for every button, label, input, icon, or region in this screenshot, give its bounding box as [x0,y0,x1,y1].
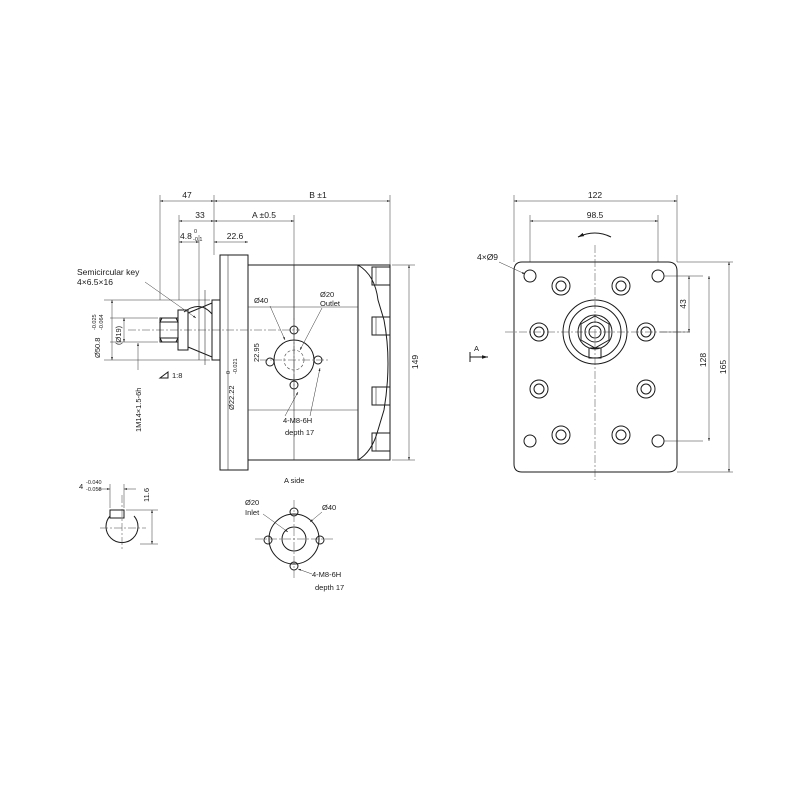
key-height: 11.6 [142,488,151,502]
dim-taper: 1:8 [172,371,182,380]
key-width: 4 [79,482,83,491]
front-view: 122 98.5 [469,190,733,480]
dim-47: 47 [182,190,192,200]
a-side-view: A side Ø20 Inlet Ø40 4-M8-6H depth 17 [245,476,344,592]
a-side-depth: depth 17 [315,583,344,592]
dim-shaft-dia-tol-upper: -0.025 [92,314,98,330]
dim-33: 33 [195,210,205,220]
dim-4-8-tol-lower: -0.1 [193,237,202,243]
dim-d22-tol-lower: -0.021 [233,358,239,374]
dim-d22-tol-upper: 0 [226,371,232,374]
label-holes: 4×Ø9 [477,252,498,262]
dim-d19: (Ø19) [114,325,123,345]
view-arrow-label: A [474,344,479,353]
label-side-bolt: 4-M8-6H [283,416,312,425]
label-side-d40: Ø40 [254,296,268,305]
dim-b: B ±1 [309,190,327,200]
dim-98-5: 98.5 [587,210,604,220]
a-side-bolt: 4-M8-6H [312,570,341,579]
dim-d22: Ø22.22 [227,385,236,410]
dim-122: 122 [588,190,602,200]
label-side-d20: Ø20 [320,290,334,299]
a-side-d40: Ø40 [322,503,336,512]
dim-shaft-dia-tol-lower: -0.064 [99,314,105,330]
label-key-2: 4×6.5×16 [77,277,113,287]
dim-4-8: 4.8 [180,231,192,241]
dim-thread: 1M14×1.5-6h [134,388,143,432]
dim-22-95: 22.95 [252,343,261,362]
dim-149: 149 [410,355,420,369]
dim-43: 43 [678,299,688,309]
label-side-depth: depth 17 [285,428,314,437]
dim-128: 128 [698,353,708,367]
side-view: 47 B ±1 33 A ±0.5 4.8 0 -0.1 22.6 [77,190,420,471]
dim-165: 165 [718,360,728,374]
a-side-d20: Ø20 [245,498,259,507]
label-key-1: Semicircular key [77,267,140,277]
key-section: 4 -0.040 -0.058 11.6 [79,480,158,550]
dim-a: A ±0.5 [252,210,276,220]
a-side-inlet: Inlet [245,508,260,517]
dim-shaft-dia: Ø50.8 [93,338,102,358]
label-outlet: Outlet [320,299,341,308]
key-width-tol-lower: -0.058 [86,487,102,493]
bolt-pattern [529,276,656,445]
dim-4-8-tol-upper: 0 [194,229,197,235]
dim-22-6: 22.6 [227,231,244,241]
key-width-tol-upper: -0.040 [86,480,102,486]
a-side-title: A side [284,476,304,485]
